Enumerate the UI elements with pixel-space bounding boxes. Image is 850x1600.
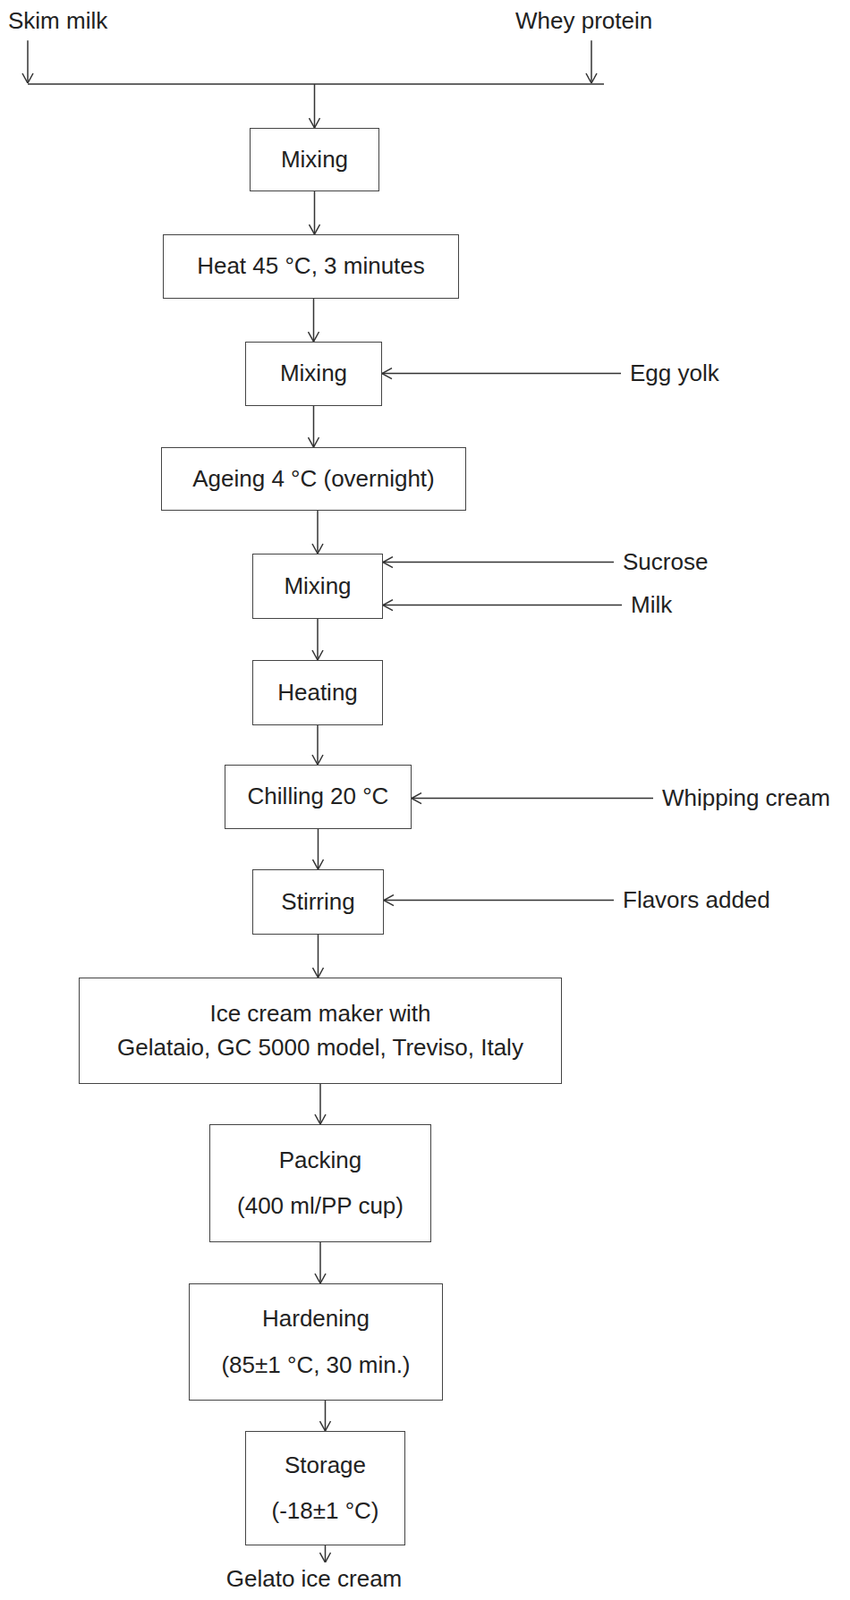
box-text: Heating (277, 679, 358, 707)
process-box: Mixing (245, 341, 383, 407)
input-arrow (590, 40, 593, 84)
box-text: Mixing (280, 359, 348, 388)
process-box: Storage (-18±1 °C) (245, 1431, 406, 1547)
box-text: Packing (279, 1147, 363, 1175)
process-box: Ageing 4 °C (overnight) (161, 447, 467, 511)
flow-arrow (314, 191, 316, 235)
process-box: Packing (400 ml/PP cup) (209, 1124, 432, 1243)
process-box: Hardening (85±1 °C, 30 min.) (188, 1283, 443, 1402)
process-box: Mixing (252, 553, 383, 620)
box-text: Stirring (280, 888, 355, 917)
input-label: Whipping cream (662, 784, 831, 813)
box-text: Ageing 4 °C (overnight) (192, 465, 435, 493)
box-text: (400 ml/PP cup) (237, 1192, 404, 1221)
flow-arrow (313, 298, 315, 342)
process-box: Ice cream maker withGelataio, GC 5000 mo… (78, 977, 562, 1085)
merge-arrow (314, 84, 316, 128)
box-text: Storage (284, 1452, 366, 1480)
flow-arrow (316, 725, 319, 765)
process-box: Heating (252, 660, 383, 726)
flow-arrow (317, 935, 320, 978)
flow-arrow (319, 1242, 322, 1284)
box-text: Mixing (280, 145, 349, 174)
box-text: Chilling 20 °C (247, 782, 390, 811)
merge-line (27, 83, 604, 85)
process-box: Heat 45 °C, 3 minutes (162, 234, 459, 299)
input-label: Skim milk (8, 7, 108, 35)
input-arrow (411, 798, 654, 800)
input-arrow (26, 40, 29, 84)
input-arrow (382, 561, 614, 564)
process-box: Mixing (249, 127, 380, 192)
input-label: Gelato ice cream (226, 1565, 403, 1594)
flow-arrow (316, 619, 319, 661)
box-text: Mixing (283, 572, 351, 601)
output-arrow (324, 1546, 327, 1564)
input-arrow (382, 604, 622, 607)
box-text: (85±1 °C, 30 min.) (221, 1351, 410, 1380)
flow-arrow (319, 1084, 322, 1125)
flow-arrow (316, 510, 319, 554)
process-box: Stirring (252, 869, 384, 935)
input-label: Whey protein (515, 7, 653, 35)
box-text: Gelataio, GC 5000 model, Treviso, Italy (117, 1034, 524, 1063)
flow-arrow (324, 1401, 327, 1432)
input-label: Milk (630, 591, 672, 620)
process-box: Chilling 20 °C (224, 765, 412, 830)
box-text: Ice cream maker with (209, 1000, 431, 1029)
flow-arrow (313, 406, 315, 448)
input-label: Flavors added (622, 886, 771, 915)
input-label: Sucrose (622, 548, 708, 577)
input-arrow (383, 900, 614, 902)
box-text: (-18±1 °C) (271, 1497, 379, 1526)
box-text: Hardening (262, 1305, 370, 1334)
box-text: Heat 45 °C, 3 minutes (196, 252, 425, 281)
input-arrow (382, 373, 621, 375)
flow-arrow (317, 829, 320, 870)
input-label: Egg yolk (629, 359, 720, 388)
